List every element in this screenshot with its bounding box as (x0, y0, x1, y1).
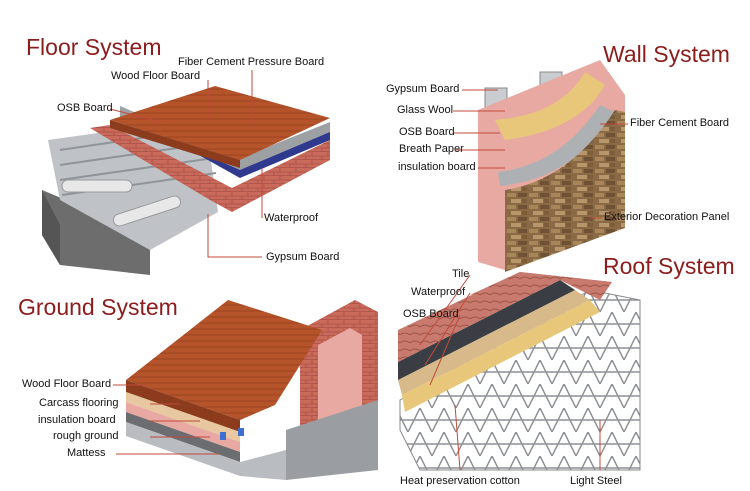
wall-label-gypsum: Gypsum Board (386, 83, 460, 95)
ground-system-title: Ground System (18, 294, 178, 320)
floor-base-side (42, 190, 60, 265)
wall-label-exterior: Exterior Decoration Panel (604, 211, 730, 223)
floor-system-title: Floor System (26, 34, 162, 60)
ground-label-mattess: Mattess (67, 447, 106, 459)
wall-label-osb: OSB Board (399, 126, 455, 138)
ground-wall-foundation (286, 400, 378, 480)
ground-clip-2 (238, 428, 244, 436)
floor-label-waterproof: Waterproof (264, 212, 319, 224)
wall-illustration (478, 60, 625, 272)
roof-heat-cotton (402, 300, 600, 412)
floor-pipe-2 (112, 195, 182, 227)
leader-floor-gypsum (207, 214, 262, 258)
roof-label-light-steel: Light Steel (570, 475, 622, 487)
ground-clip-1 (220, 432, 226, 440)
wall-glass-wool (495, 72, 605, 140)
ground-label-carcass: Carcass flooring (39, 397, 119, 409)
roof-osb-layer (398, 290, 590, 395)
roof-system-title: Roof System (603, 253, 735, 279)
wall-system-title: Wall System (603, 41, 730, 67)
floor-wood-top (110, 86, 330, 160)
ground-label-rough: rough ground (53, 430, 119, 442)
ground-label-insulation: insulation board (38, 414, 116, 426)
roof-label-heat: Heat preservation cotton (400, 475, 520, 487)
roof-illustration (398, 272, 641, 471)
leader-roof-osb (429, 314, 461, 386)
floor-label-osb: OSB Board (57, 102, 113, 114)
wall-board-band (498, 105, 615, 186)
leader-lines (109, 70, 628, 471)
ground-label-wood-floor: Wood Floor Board (22, 378, 112, 390)
floor-pipe-1 (61, 179, 133, 193)
leader-roof-heat (454, 404, 461, 471)
floor-label-gypsum: Gypsum Board (266, 251, 340, 263)
roof-steel-truss (400, 290, 640, 470)
floor-label-wood-floor: Wood Floor Board (111, 70, 201, 82)
wall-label-insulation: insulation board (398, 161, 476, 173)
ground-insulation-layer (126, 402, 240, 452)
leader-roof-tile (419, 274, 471, 346)
roof-label-waterproof: Waterproof (411, 286, 466, 298)
wall-label-glass-wool: Glass Wool (397, 104, 454, 116)
leader-roof-waterproof (424, 292, 471, 366)
roof-label-osb: OSB Board (403, 308, 459, 320)
floor-wood-edge (110, 120, 240, 168)
wall-label-breath-paper: Breath Paper (399, 143, 464, 155)
floor-illustration (42, 86, 330, 275)
ground-wood-floor (126, 300, 322, 420)
leader-floor-osb (109, 108, 163, 123)
roof-label-tile: Tile (452, 268, 470, 280)
floor-fiber-cement-layer (120, 106, 330, 170)
roof-waterproof-layer (398, 280, 575, 380)
wall-stone-exterior (505, 110, 625, 272)
ground-illustration (126, 300, 378, 480)
wall-label-fiber-cement: Fiber Cement Board (630, 117, 730, 129)
floor-brick-layer (90, 125, 330, 212)
floor-label-fiber-cement: Fiber Cement Pressure Board (178, 56, 325, 68)
roof-tiles-back (470, 272, 612, 300)
ground-wood-edge (126, 380, 240, 432)
